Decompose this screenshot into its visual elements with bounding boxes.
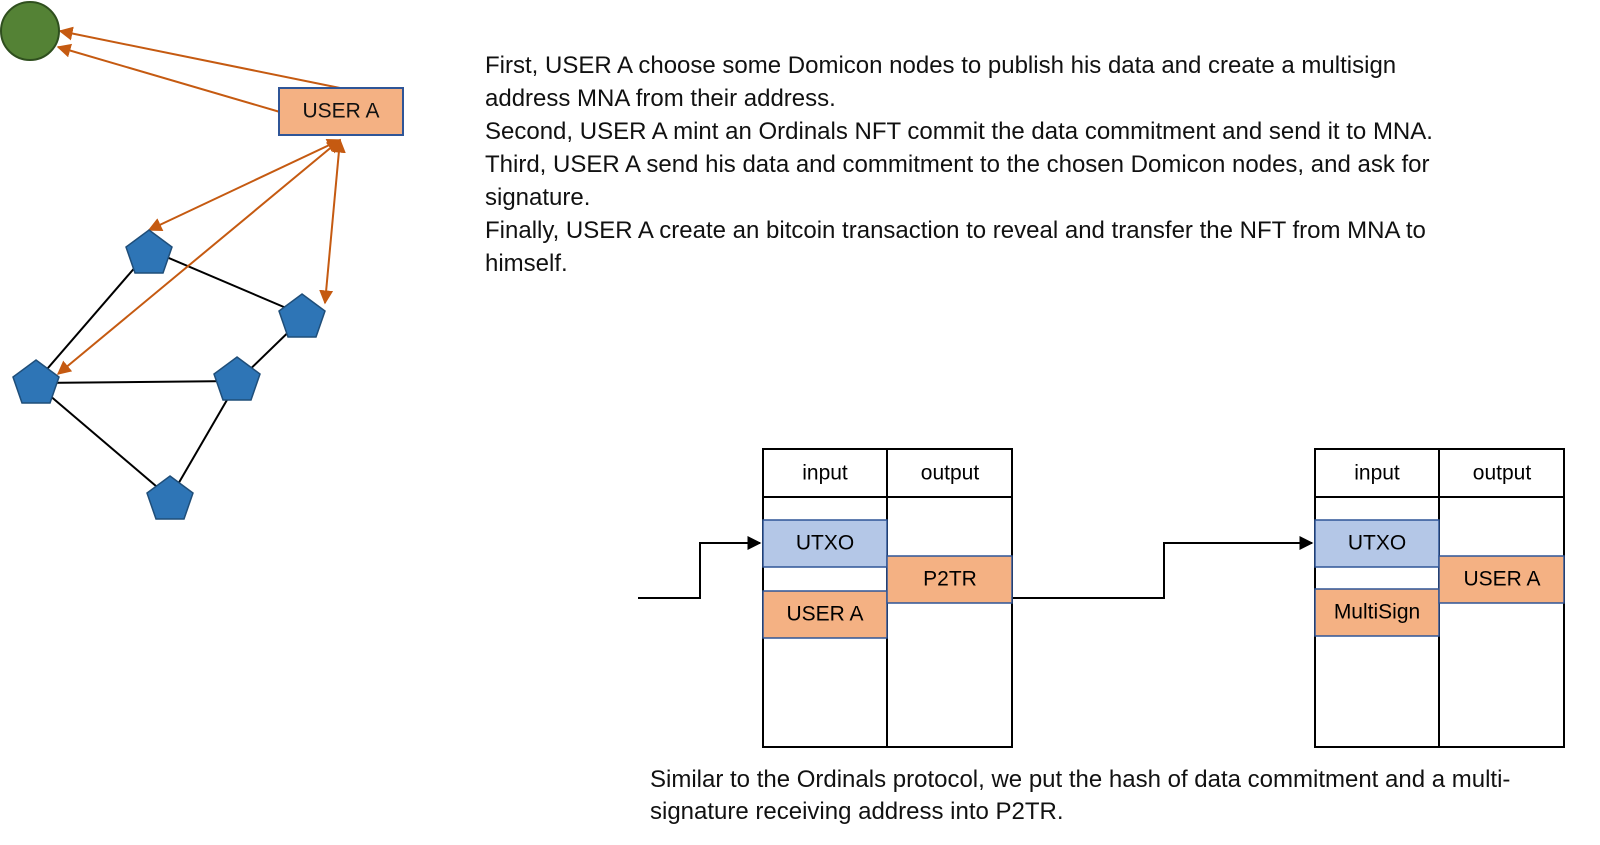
- edge: [34, 382, 171, 499]
- tx-link-connector: [1010, 536, 1314, 599]
- tx2-input-multisign-label: MultiSign: [1334, 601, 1420, 624]
- tx2-output-header: output: [1473, 462, 1532, 485]
- arrow-user-node: [56, 139, 342, 375]
- root-node: [0, 1, 60, 61]
- domicon-node: [125, 229, 173, 274]
- tx2-output-user-label: USER A: [1463, 568, 1540, 591]
- tx2-output-user: [1438, 555, 1565, 604]
- tx1-input-utxo: [762, 519, 888, 568]
- caption: Similar to the Ordinals protocol, we put…: [650, 766, 1511, 825]
- edge: [34, 249, 151, 384]
- domicon-node: [12, 359, 60, 404]
- tx1-output-p2tr: [886, 555, 1013, 604]
- transaction-1: input output UTXO USER A P2TR: [762, 448, 1013, 748]
- tx2-input-multisign: [1314, 588, 1440, 637]
- tx2-input-utxo: [1314, 519, 1440, 568]
- domicon-nodes: [12, 229, 326, 520]
- description-step-3: Third, USER A send his data and commitme…: [485, 151, 1430, 211]
- tx2-input-utxo-label: UTXO: [1348, 532, 1406, 555]
- user-a-label: USER A: [302, 100, 379, 123]
- tx-in-connector: [638, 536, 762, 599]
- domicon-node: [146, 475, 194, 520]
- domicon-node: [213, 356, 261, 401]
- arrow-user-node: [147, 139, 342, 231]
- tx2-input-header: input: [1354, 462, 1400, 485]
- edge: [149, 249, 306, 317]
- network-arrows: [56, 26, 346, 375]
- description-step-4: Finally, USER A create an bitcoin transa…: [485, 217, 1426, 277]
- tx1-input-user-label: USER A: [786, 603, 863, 626]
- arrow-user-to-root: [56, 43, 281, 113]
- tx1-output-p2tr-label: P2TR: [923, 568, 977, 591]
- arrow-user-node: [319, 138, 346, 305]
- user-a-node: USER A: [278, 87, 404, 136]
- edge: [34, 380, 239, 384]
- description-step-2: Second, USER A mint an Ordinals NFT comm…: [485, 118, 1433, 145]
- tx1-input-user: [762, 590, 888, 639]
- description-step-1: First, USER A choose some Domicon nodes …: [485, 52, 1397, 112]
- description-text: First, USER A choose some Domicon nodes …: [485, 49, 1485, 280]
- tx1-input-utxo-label: UTXO: [796, 532, 854, 555]
- domicon-node: [278, 293, 326, 338]
- network-edges: [34, 249, 306, 499]
- arrow-user-to-root: [58, 26, 341, 89]
- transaction-2: input output UTXO MultiSign USER A: [1314, 448, 1565, 748]
- tx1-output-header: output: [921, 462, 980, 485]
- tx1-input-header: input: [802, 462, 848, 485]
